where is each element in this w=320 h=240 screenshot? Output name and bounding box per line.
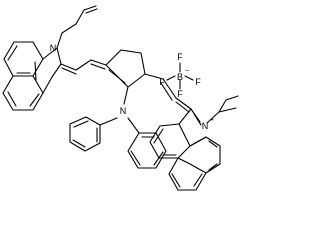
n-phenyl-right-bond [127, 117, 140, 134]
allyl-terminal-double [85, 8, 98, 14]
atom-f-bottom: F [177, 89, 183, 99]
five-ring-double [193, 113, 202, 126]
naphthalene-ring-upper [149, 123, 191, 159]
five-ring [42, 47, 62, 94]
ylidene-double-bonds [61, 63, 106, 75]
phenyl-right-double [130, 136, 164, 166]
naphthalene-ring-lower [2, 75, 44, 111]
n-cation-charge: + [210, 117, 214, 124]
atom-n-diphenylamino: N [120, 106, 127, 116]
phenyl-left-double [72, 120, 98, 148]
vinyl-to-cation [144, 73, 192, 110]
tetrafluoroborate: F F B − F F [159, 52, 201, 99]
c-n-bond [123, 86, 129, 105]
cyclopentene-ring [105, 49, 146, 88]
b-f-bonds [166, 62, 194, 90]
chemical-structure: N N N + F F B − F F [2, 5, 239, 191]
boron-charge: − [185, 68, 189, 75]
atom-f-right: F [195, 77, 201, 87]
phenyl-right-ring [127, 132, 167, 169]
allyl-chain-bottom [218, 95, 239, 113]
central-cyclopentene [69, 49, 192, 169]
atom-f-left: F [159, 77, 165, 87]
phenyl-left-ring [69, 116, 101, 152]
cyclopentene-double [108, 69, 126, 84]
atom-f-top: F [177, 52, 183, 62]
allyl-chain-top [56, 5, 97, 49]
atom-n-cation: N [202, 121, 209, 131]
bottom-right-benzindolium [149, 95, 239, 191]
vinyl-double-bonds [160, 82, 190, 113]
naphthalene-ring-right [177, 136, 221, 174]
naphthalene-double-bonds [153, 128, 218, 188]
ring-double-bonds [7, 45, 40, 107]
naphthalene-ring-left [3, 41, 44, 77]
atom-boron: B [177, 72, 183, 82]
top-left-benzindole [2, 5, 107, 111]
n-phenyl-left-bond [99, 117, 118, 126]
exocyclic-ylidene-chain [60, 59, 107, 71]
naphthalene-ring-lower [168, 157, 207, 191]
atom-n-top: N [50, 43, 57, 53]
